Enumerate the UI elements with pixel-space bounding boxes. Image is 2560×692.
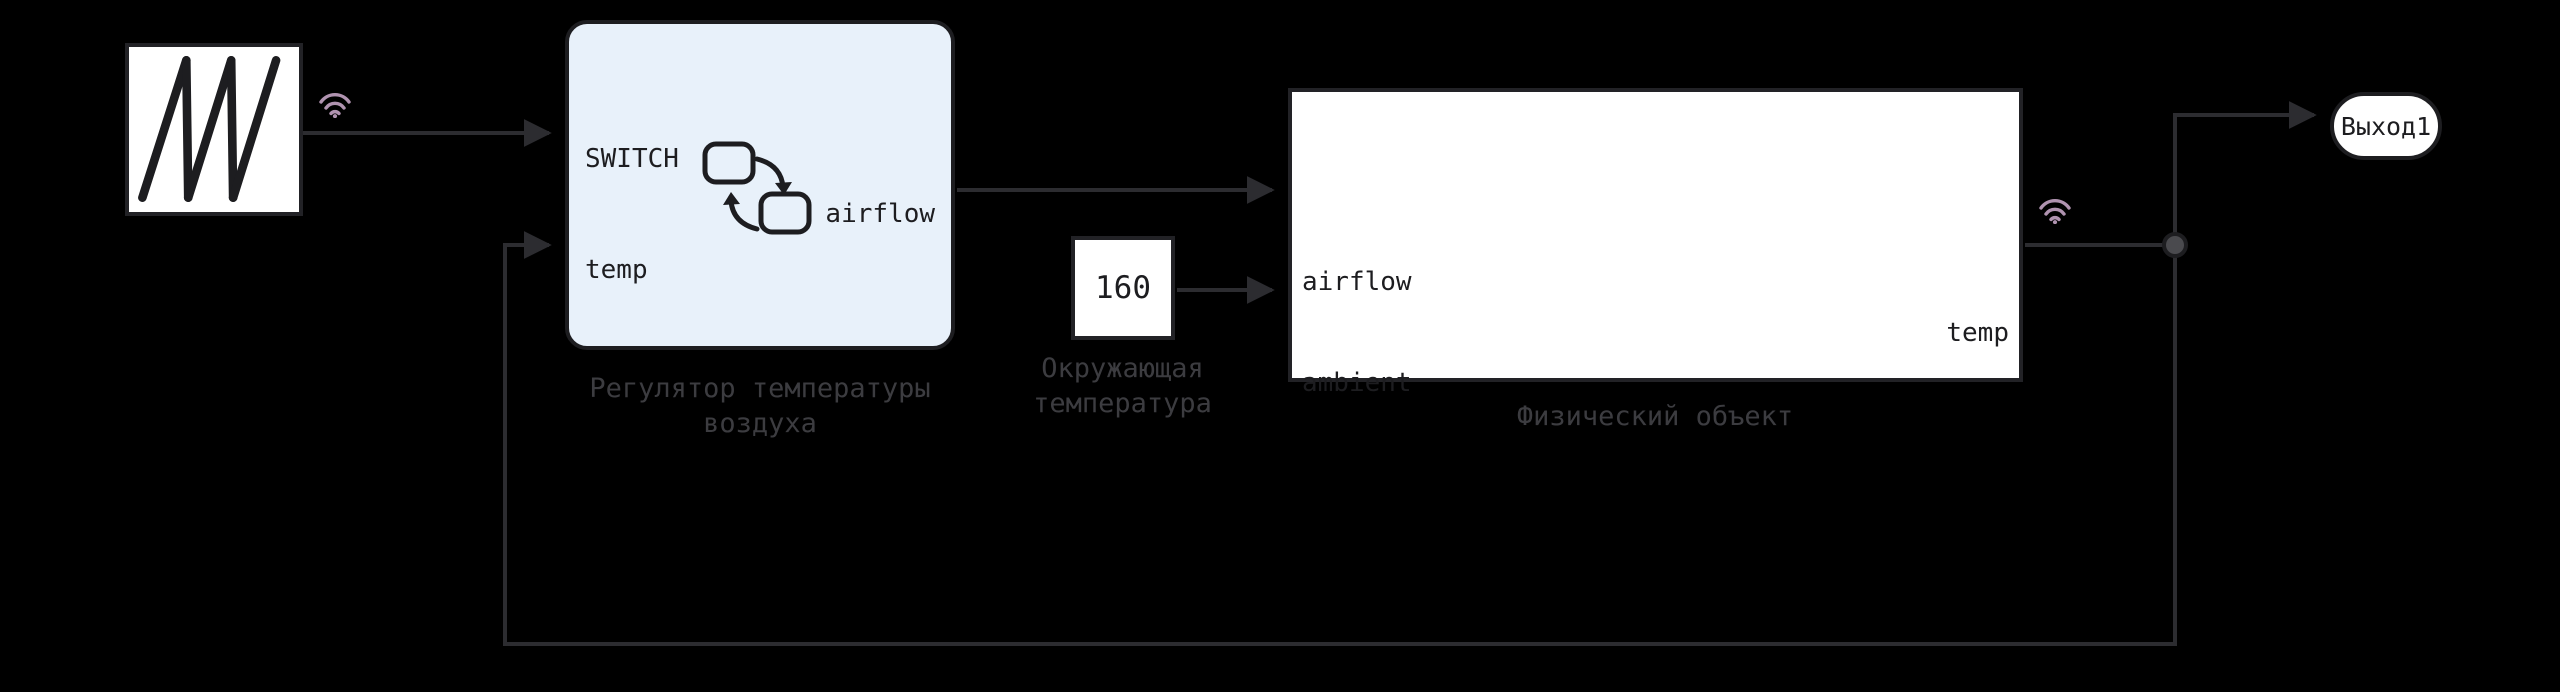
controller-input-temp-label: temp (585, 255, 648, 285)
constant-caption: Окружающая температура (1033, 353, 1212, 419)
wireless-icon-source (318, 90, 352, 118)
signal-branch-junction (2162, 232, 2188, 258)
sawtooth-source-block[interactable] (125, 43, 303, 216)
wire-temp-to-output (2025, 101, 2317, 247)
plant-output-temp-label: temp (1946, 318, 2009, 348)
stateflow-chart-icon (701, 139, 821, 239)
constant-value: 160 (1095, 270, 1151, 306)
physical-plant-block[interactable]: airflow ambient temp (1288, 88, 2023, 398)
plant-input-ambient-label: ambient (1302, 368, 1412, 398)
output-port-1-block[interactable]: Выход1 (2330, 92, 2442, 160)
wireless-icon-plant (2038, 196, 2072, 224)
controller-caption: Регулятор температуры воздуха (589, 373, 931, 439)
ambient-temperature-constant-block[interactable]: 160 (1071, 236, 1175, 340)
output-port-1-label: Выход1 (2340, 111, 2432, 141)
controller-output-airflow-label: airflow (825, 199, 935, 229)
controller-input-switch-label: SWITCH (585, 144, 679, 174)
plant-input-airflow-label: airflow (1302, 267, 1412, 297)
plant-caption: Физический объект (1516, 401, 1794, 432)
sawtooth-waveform-icon (138, 56, 281, 202)
air-temperature-controller-block[interactable]: SWITCH temp airflow (565, 20, 955, 350)
